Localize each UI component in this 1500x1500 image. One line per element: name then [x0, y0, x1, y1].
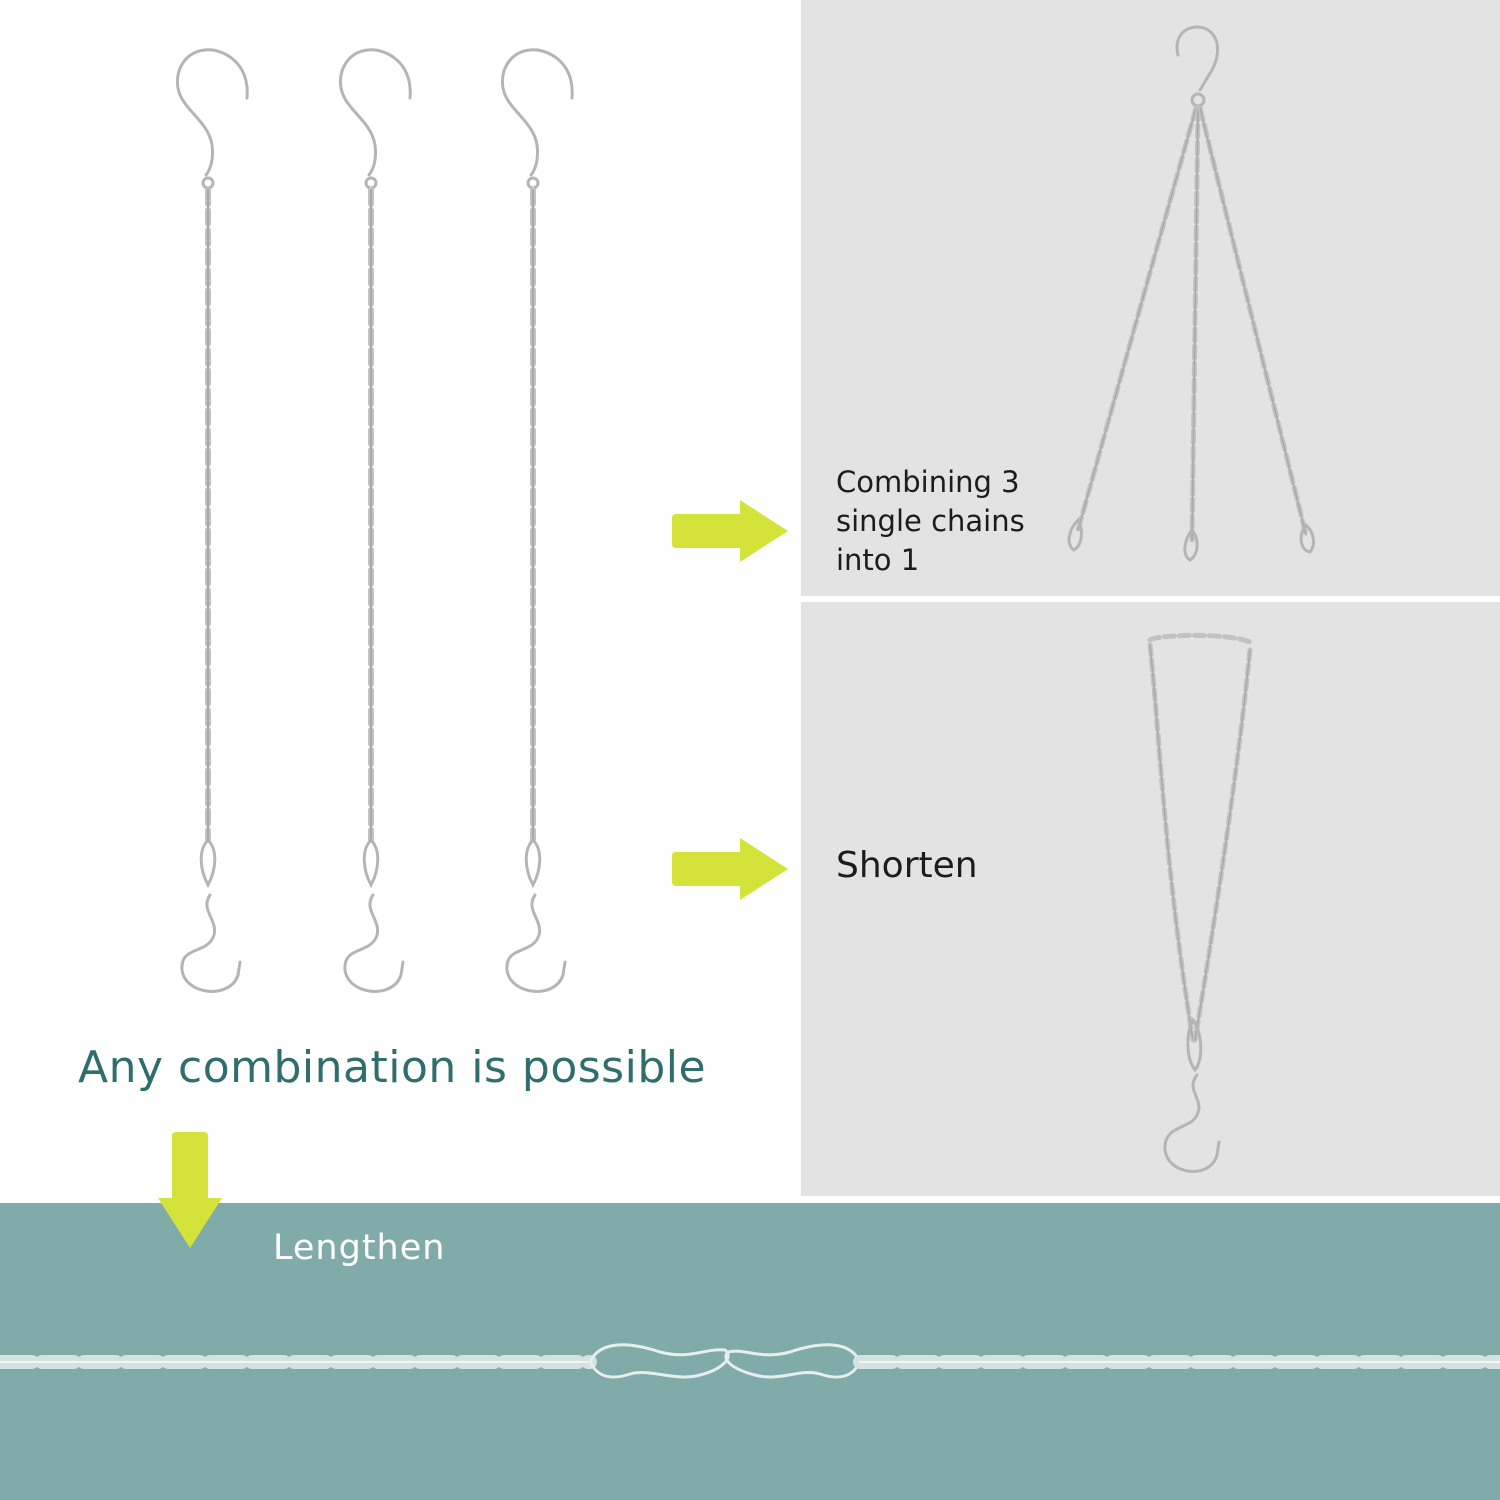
s-hook-icon: [500, 48, 574, 177]
s-hook-icon: [343, 893, 405, 993]
snap-clip-icon: [588, 1343, 730, 1379]
lengthen-label: Lengthen: [273, 1228, 446, 1268]
single-chain-3: [500, 48, 574, 993]
combined-chain-image: [1067, 25, 1315, 562]
snap-clip-icon: [1299, 522, 1315, 554]
arrow-right-icon: [672, 838, 788, 900]
headline: Any combination is possible: [78, 1042, 707, 1093]
chain-icon: [1147, 632, 1253, 645]
s-hook-icon: [1163, 1073, 1221, 1173]
arrow-right-icon: [672, 500, 788, 562]
snap-clip-icon: [1186, 1017, 1203, 1073]
combine-panel: [801, 0, 1500, 596]
snap-clip-icon: [362, 837, 380, 889]
s-hook-icon: [1175, 25, 1219, 92]
snap-clip-icon: [1183, 527, 1199, 562]
snap-clip-icon: [724, 1343, 862, 1379]
combine-caption: Combining 3 single chains into 1: [836, 465, 1025, 577]
s-hook-icon: [180, 893, 242, 993]
s-hook-icon: [175, 48, 249, 177]
chain-icon: [1147, 642, 1196, 1043]
shortened-chain-image: [1147, 632, 1253, 1173]
snap-clip-icon: [1067, 517, 1083, 552]
single-chain-1: [175, 48, 249, 993]
lengthened-chain-image: [0, 1343, 1500, 1379]
shorten-panel: [801, 602, 1500, 1196]
s-hook-icon: [338, 48, 412, 177]
shorten-caption: Shorten: [836, 845, 978, 886]
snap-clip-icon: [199, 837, 217, 889]
arrow-down-icon: [158, 1132, 222, 1248]
snap-clip-icon: [524, 837, 542, 889]
single-chain-2: [338, 48, 412, 993]
s-hook-icon: [505, 893, 567, 993]
chain-icon: [1192, 647, 1253, 1043]
